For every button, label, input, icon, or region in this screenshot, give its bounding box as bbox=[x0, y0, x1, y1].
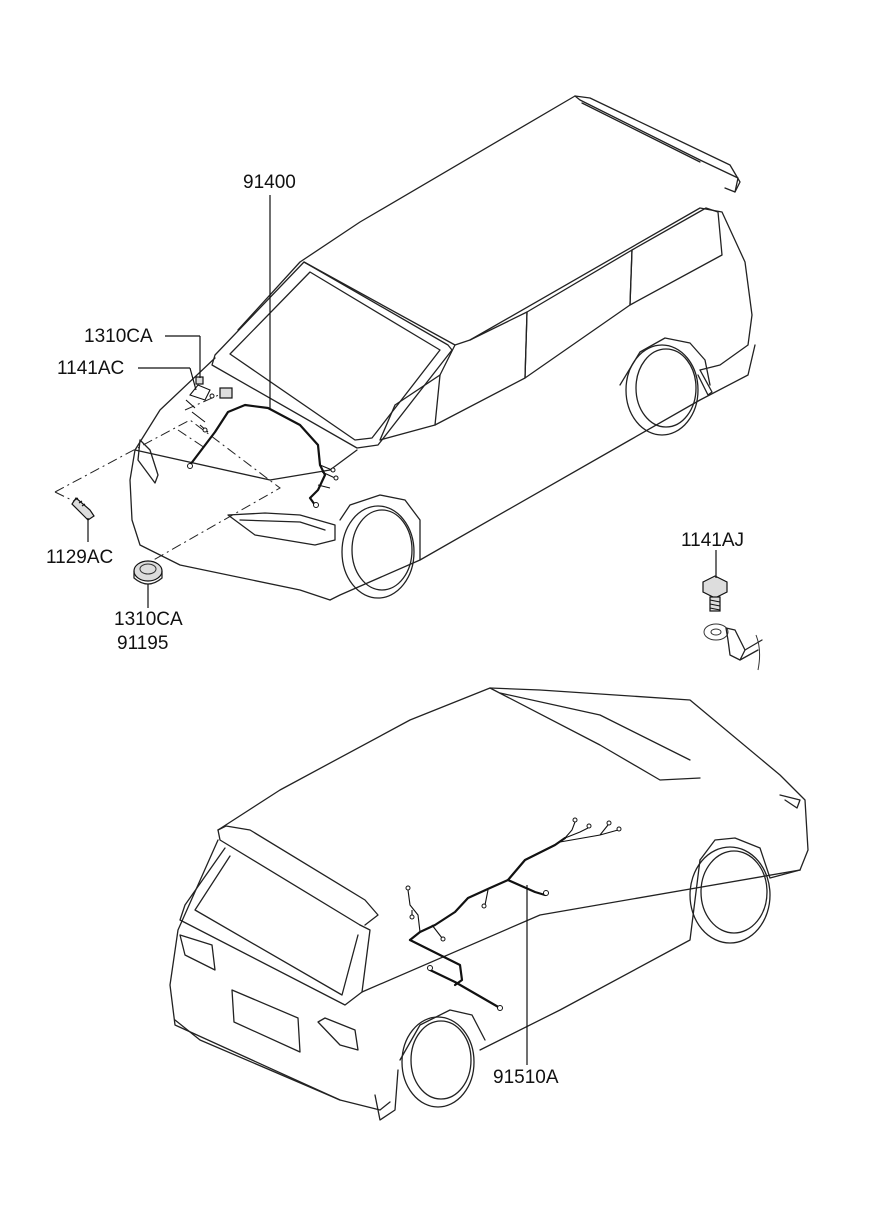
rear-vehicle-outline bbox=[169, 687, 809, 1121]
label-91510a: 91510A bbox=[493, 1067, 559, 1088]
ground-bolt-1141aj-part bbox=[702, 575, 763, 671]
nut-91195-part bbox=[133, 560, 163, 585]
bolt-1129ac-part bbox=[71, 497, 95, 521]
front-vehicle-outline bbox=[129, 95, 756, 601]
label-1141aj: 1141AJ bbox=[681, 530, 745, 551]
label-91400: 91400 bbox=[243, 172, 296, 193]
label-1310ca-upper: 1310CA bbox=[84, 326, 153, 347]
rear-wiring-harness bbox=[405, 817, 622, 1011]
label-1141ac: 1141AC bbox=[57, 358, 125, 379]
label-1129ac: 1129AC bbox=[46, 547, 114, 568]
front-dashed-guides bbox=[54, 389, 281, 563]
label-1310ca-lower: 1310CA bbox=[114, 609, 183, 630]
front-wiring-harness bbox=[185, 376, 339, 508]
leader-lines bbox=[87, 195, 717, 1065]
label-91195: 91195 bbox=[117, 633, 169, 654]
